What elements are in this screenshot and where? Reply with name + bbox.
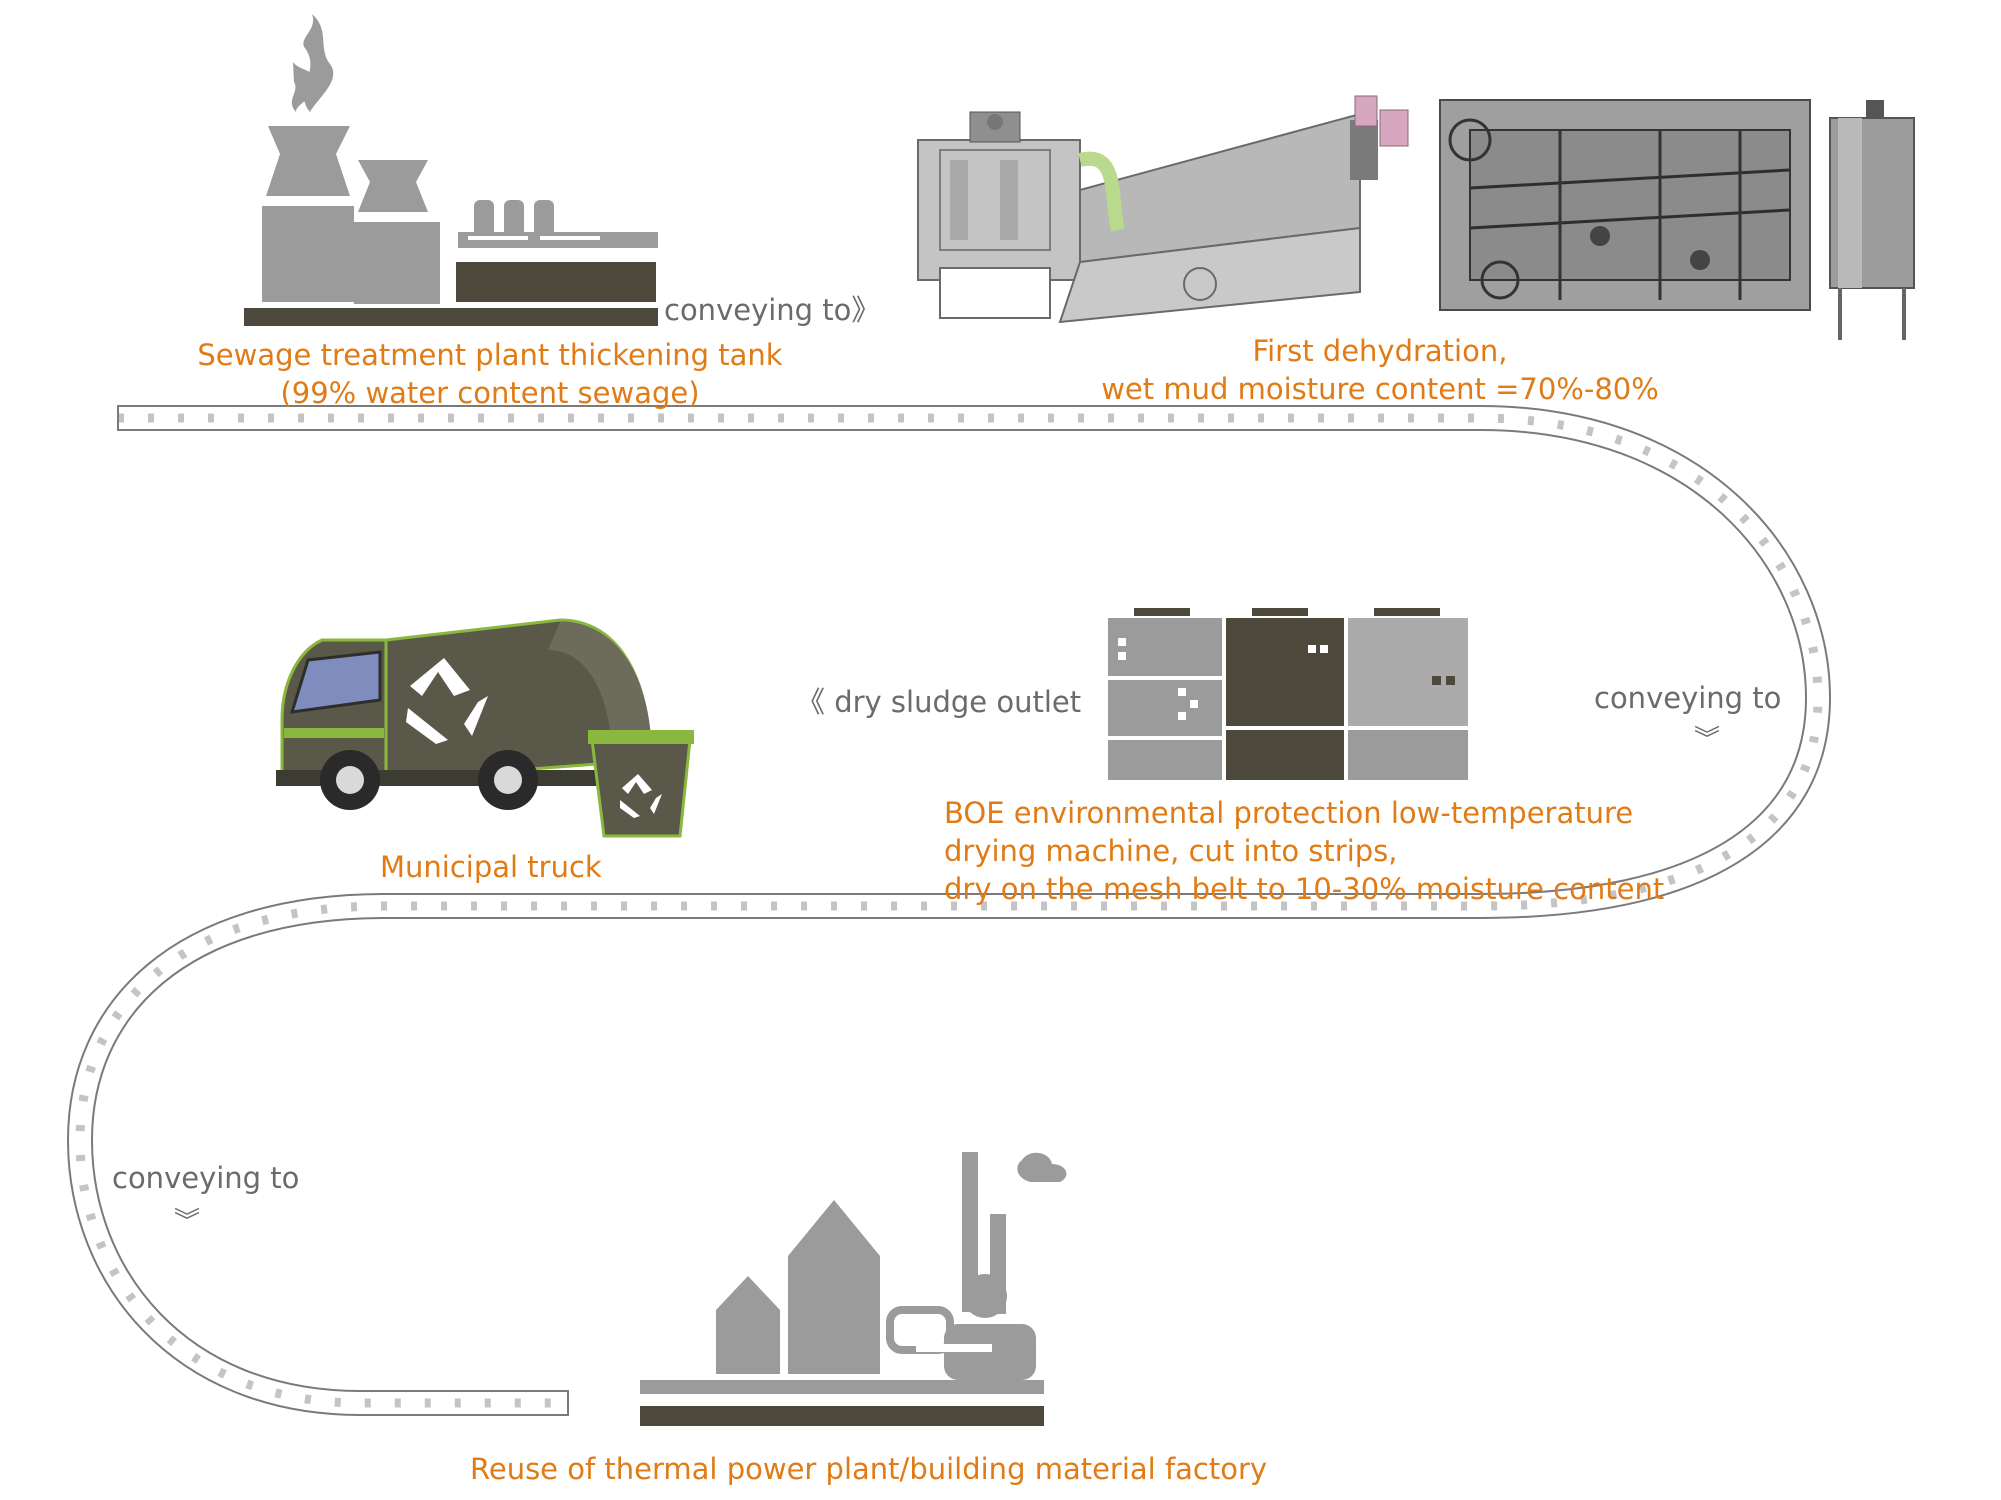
- dryer-line1: BOE environmental protection low-tempera…: [944, 796, 1634, 830]
- thickening-tank-line2: (99% water content sewage): [280, 376, 700, 410]
- dryer-line3: dry on the mesh belt to 10-30% moisture …: [944, 872, 1665, 906]
- dehydration-line2: wet mud moisture content =70%-80%: [1101, 372, 1659, 406]
- municipal-truck-label: Municipal truck: [380, 850, 602, 884]
- dehydration-label: First dehydration, wet mud moisture cont…: [1040, 332, 1720, 408]
- conveying-to-label-3: conveying to: [112, 1161, 300, 1195]
- double-chevron-down-icon-2: ︾: [1694, 725, 1721, 755]
- dryer-label: BOE environmental protection low-tempera…: [944, 794, 1664, 908]
- dry-sludge-outlet-label: 《 dry sludge outlet: [796, 685, 1082, 719]
- thickening-tank-label: Sewage treatment plant thickening tank (…: [160, 336, 820, 412]
- reuse-label: Reuse of thermal power plant/building ma…: [470, 1452, 1268, 1486]
- double-chevron-down-icon-3: ︾: [174, 1207, 201, 1237]
- sewage-plant-icon: [244, 14, 658, 326]
- drying-machine-icon: [1108, 608, 1468, 780]
- factory-icon: [640, 1152, 1067, 1426]
- dewatering-machines-icon: [917, 95, 1915, 340]
- dehydration-line1: First dehydration,: [1252, 334, 1508, 368]
- garbage-truck-icon: [276, 618, 694, 838]
- conveying-to-label-2: conveying to: [1594, 681, 1782, 715]
- thickening-tank-line1: Sewage treatment plant thickening tank: [197, 338, 783, 372]
- conveying-to-label-1: conveying to》: [664, 293, 881, 327]
- conveyor-belt: [66, 405, 1832, 1416]
- dryer-line2: drying machine, cut into strips,: [944, 834, 1398, 868]
